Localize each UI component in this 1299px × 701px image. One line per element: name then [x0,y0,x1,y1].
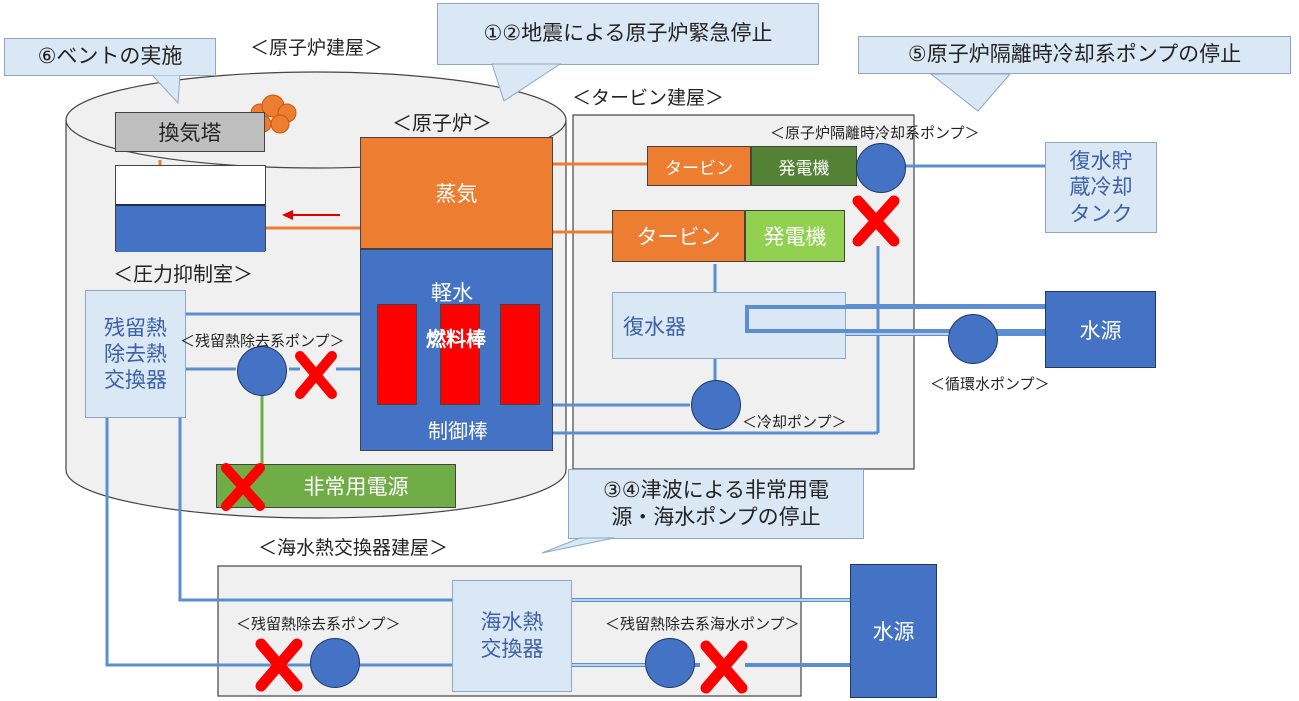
callout-ric-tail [930,73,1012,112]
callout-tsunami-tail [541,537,615,554]
rcic-pump-label: ＜原子炉隔離時冷却系ポンプ＞ [770,124,980,142]
steam-label: 蒸気 [435,182,478,206]
generator: 発電機 [745,210,845,262]
light-water-label: 軽水 [431,281,473,305]
cst-line3: タンク [1069,201,1133,226]
fuel-rod-2 [440,304,480,405]
rhr-hx-line3: 交換器 [104,368,167,393]
condenser-label: 復水器 [623,314,686,339]
turbine-small-label: タービン [665,158,733,179]
sw-hx-line2: 交換器 [480,637,544,661]
turbine: タービン [612,210,745,262]
water-source-lower: 水源 [850,564,937,698]
control-rod-label: 制御棒 [428,419,488,443]
failure-x-icon-emergency-power [221,463,265,511]
callout-ric: ⑤原子炉隔離時冷却系ポンプの停止 [858,36,1291,74]
seawater-building-title: ＜海水熱交換器建屋＞ [258,537,449,559]
suppression-chamber [115,165,266,252]
condenser: 復水器 [612,292,846,359]
callout-quake: ①②地震による原子炉緊急停止 [437,3,819,65]
failure-x-icon-rhr-pump [295,351,337,399]
cst-line2: 蔵冷却 [1069,175,1133,200]
rhr-pump-label: ＜残留熱除去系ポンプ＞ [180,332,345,350]
turbine-small: タービン [647,146,751,186]
fuel-rod-3 [500,304,540,405]
cooling-pump [691,380,741,430]
rhr-hx-line2: 除去熱 [104,341,167,366]
callout-vent-text: ⑥ベントの実施 [37,44,183,69]
fuel-rod-label: 燃料棒 [426,327,486,351]
callout-tsunami-line2: 源・海水ポンプの停止 [611,505,821,529]
reactor-label: ＜原子炉＞ [392,111,492,135]
callout-vent-tail [151,75,181,105]
sw-hx-line1: 海水熱 [480,609,544,634]
condensate-storage-tank: 復水貯 蔵冷却 タンク [1045,142,1157,233]
sw-rhr-pump-label: ＜残留熱除去系ポンプ＞ [236,615,401,633]
rcic-pump [856,143,906,193]
water-source-lower-label: 水源 [872,620,915,644]
reactor-steam-zone: 蒸気 [360,137,553,249]
cooling-pump-label: ＜冷却ポンプ＞ [742,413,847,431]
rhr-hx-line1: 残留熱 [104,315,167,340]
rhr-seawater-pump [645,638,695,688]
sw-rhr-pump [310,638,360,688]
failure-x-icon-rhr-seawater-pump [700,640,748,694]
suppression-pool-water [116,204,265,252]
ventilation-stack-label: 換気塔 [158,121,222,145]
rhr-heat-exchanger: 残留熱 除去熱 交換器 [85,290,186,418]
turbine-label: タービン [636,225,721,249]
turbine-building-title: ＜タービン建屋＞ [572,87,725,109]
water-source-upper-label: 水源 [1079,318,1122,343]
circ-water-pump-label: ＜循環水ポンプ＞ [930,375,1050,393]
fuel-rod-1 [377,304,417,405]
circ-water-pump [948,314,998,364]
callout-tsunami: ③④津波による非常用電 源・海水ポンプの停止 [568,469,864,539]
emergency-power-label: 非常用電源 [303,475,409,499]
callout-quake-tail [491,63,562,102]
generator-small: 発電機 [751,146,857,186]
ventilation-stack: 換気塔 [115,112,265,152]
callout-ric-text: ⑤原子炉隔離時冷却系ポンプの停止 [907,42,1242,67]
failure-x-icon-rcic [852,195,900,247]
rhr-seawater-pump-label: ＜残留熱除去系海水ポンプ＞ [605,615,800,633]
generator-label: 発電機 [763,225,827,249]
reactor-building-title: ＜原子炉建屋＞ [250,37,384,59]
callout-quake-text: ①②地震による原子炉緊急停止 [483,21,773,46]
callout-tsunami-line1: ③④津波による非常用電 [602,477,830,502]
generator-small-label: 発電機 [778,158,830,179]
failure-x-icon-sw-rhr-pump [255,638,303,692]
seawater-heat-exchanger: 海水熱 交換器 [452,580,572,692]
water-pipes [105,164,1045,667]
condenser-loop-pipe [745,305,1045,333]
cst-line1: 復水貯 [1069,149,1133,174]
callout-vent: ⑥ベントの実施 [4,38,216,76]
rhr-pump [237,346,287,396]
suppression-chamber-label: ＜圧力抑制室＞ [113,262,253,286]
water-source-upper: 水源 [1045,291,1156,368]
